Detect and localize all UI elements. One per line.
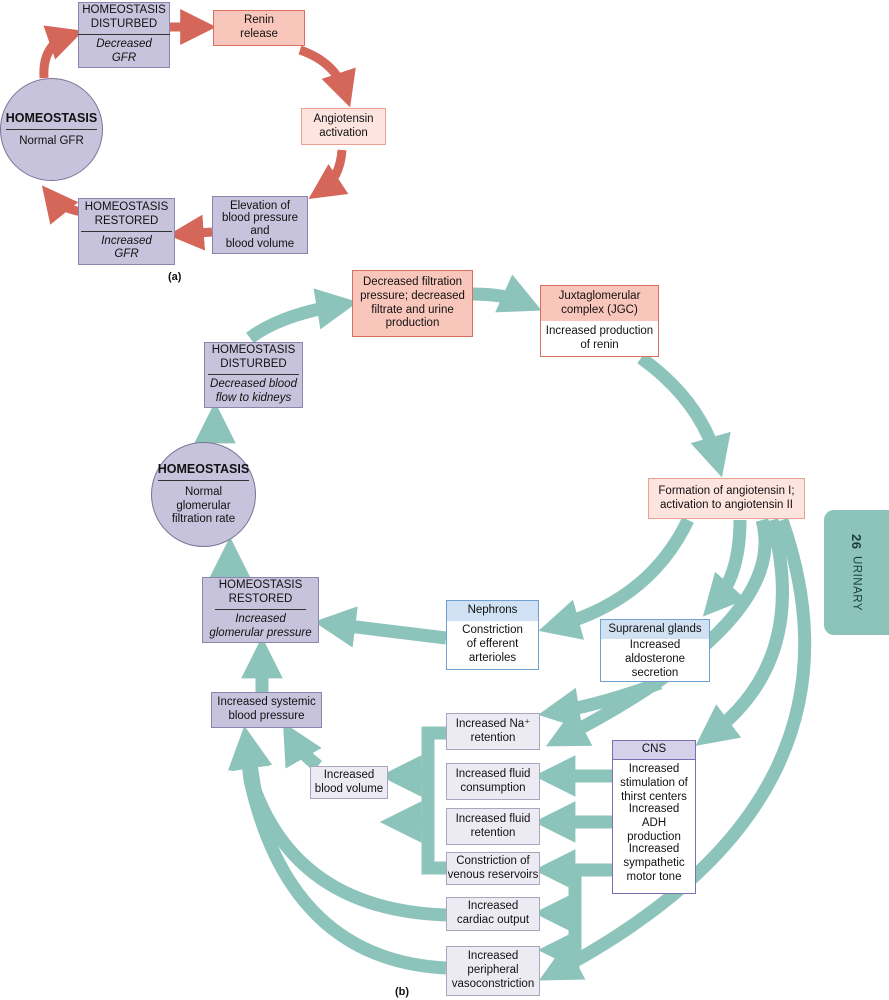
b-homeostasis-sub: Normal glomerular filtration rate — [171, 485, 236, 526]
b-homeostasis-circle: HOMEOSTASIS Normal glomerular filtration… — [151, 442, 256, 547]
b-cns-item1: Increased stimulation of thirst centers — [620, 763, 688, 803]
panel-b-label: (b) — [395, 986, 410, 998]
b-venous-text: Constriction of venous reservoirs — [447, 854, 539, 881]
b-na-text: Increased Na⁺ retention — [455, 717, 531, 744]
a-renin-release: Renin release — [213, 10, 305, 46]
b-fluid-consumption: Increased fluid consumption — [446, 763, 540, 800]
a-homeostasis-title: HOMEOSTASIS — [5, 111, 98, 130]
b-fluid-consumption-text: Increased fluid consumption — [455, 767, 531, 794]
b-peripheral-text: Increased peripheral vasoconstriction — [451, 950, 535, 990]
a-restored-title: HOMEOSTASIS RESTORED — [80, 201, 173, 232]
panel-a-label: (a) — [168, 271, 182, 283]
a-disturbed-sub: Decreased GFR — [96, 38, 152, 64]
b-nephrons-title: Nephrons — [447, 601, 538, 621]
b-nephrons-body: Constriction of efferent arterioles — [462, 624, 523, 664]
a-angiotensin-activation: Angiotensin activation — [301, 108, 386, 145]
b-jgc: Juxtaglomerular complex (JGC) Increased … — [540, 285, 659, 357]
b-jgc-body: Increased production of renin — [545, 324, 654, 351]
b-suprarenal-title: Suprarenal glands — [601, 620, 709, 639]
b-cardiac-text: Increased cardiac output — [456, 900, 530, 926]
panel-b-arrows — [194, 274, 812, 981]
b-disturbed-sub: Decreased blood flow to kidneys — [210, 378, 297, 404]
b-homeostasis-title: HOMEOSTASIS — [157, 462, 250, 481]
b-systemic-bp: Increased systemic blood pressure — [211, 692, 322, 728]
b-suprarenal-body: Increased aldosterone secretion — [624, 639, 686, 679]
b-cardiac-output: Increased cardiac output — [446, 897, 540, 931]
a-elevation-text: Elevation of blood pressure and blood vo… — [221, 199, 299, 250]
b-decreased-filtration: Decreased filtration pressure; decreased… — [352, 270, 473, 337]
b-fluid-retention: Increased fluid retention — [446, 808, 540, 845]
a-renin-text: Renin release — [240, 14, 278, 40]
b-na-retention: Increased Na⁺ retention — [446, 713, 540, 750]
a-homeostasis-sub: Normal GFR — [19, 134, 84, 147]
b-peripheral-vasoconstriction: Increased peripheral vasoconstriction — [446, 946, 540, 996]
a-homeostasis-circle: HOMEOSTASIS Normal GFR — [0, 78, 103, 181]
chapter-number: 26 — [849, 534, 864, 550]
chapter-name: URINARY — [850, 555, 863, 611]
b-nephrons: Nephrons Constriction of efferent arteri… — [446, 600, 539, 670]
b-formation-angiotensin: Formation of angiotensin I; activation t… — [648, 478, 805, 519]
b-blood-volume: Increased blood volume — [310, 766, 388, 799]
b-disturbed-title: HOMEOSTASIS DISTURBED — [207, 344, 300, 375]
chapter-tab-text: 26 URINARY — [824, 510, 889, 635]
b-cns: CNS Increased stimulation of thirst cent… — [612, 740, 696, 894]
b-cns-title: CNS — [613, 741, 695, 760]
b-blood-volume-text: Increased blood volume — [314, 768, 384, 795]
chapter-tab — [824, 510, 889, 635]
b-venous-reservoirs: Constriction of venous reservoirs — [446, 852, 540, 885]
b-suprarenal: Suprarenal glands Increased aldosterone … — [600, 619, 710, 682]
a-homeostasis-restored: HOMEOSTASIS RESTORED Increased GFR — [78, 198, 175, 265]
b-cns-item2: Increased ADH production — [627, 803, 681, 843]
b-restored-sub: Increased glomerular pressure — [209, 613, 312, 639]
b-cns-item3: Increased sympathetic motor tone — [623, 843, 685, 883]
b-systemic-text: Increased systemic blood pressure — [217, 696, 316, 722]
b-filtration-text: Decreased filtration pressure; decreased… — [360, 275, 465, 330]
b-fluid-retention-text: Increased fluid retention — [455, 812, 531, 839]
b-jgc-title: Juxtaglomerular complex (JGC) — [541, 286, 658, 321]
a-elevation-bp: Elevation of blood pressure and blood vo… — [212, 196, 308, 254]
b-restored-title: HOMEOSTASIS RESTORED — [214, 579, 307, 610]
b-formation-text: Formation of angiotensin I; activation t… — [658, 484, 795, 511]
a-homeostasis-disturbed: HOMEOSTASIS DISTURBED Decreased GFR — [78, 2, 170, 68]
a-angiotensin-text: Angiotensin activation — [313, 112, 374, 139]
a-restored-sub: Increased GFR — [101, 234, 152, 261]
a-disturbed-title: HOMEOSTASIS DISTURBED — [78, 4, 170, 35]
b-homeostasis-disturbed: HOMEOSTASIS DISTURBED Decreased blood fl… — [204, 342, 303, 408]
b-homeostasis-restored: HOMEOSTASIS RESTORED Increased glomerula… — [202, 577, 319, 643]
